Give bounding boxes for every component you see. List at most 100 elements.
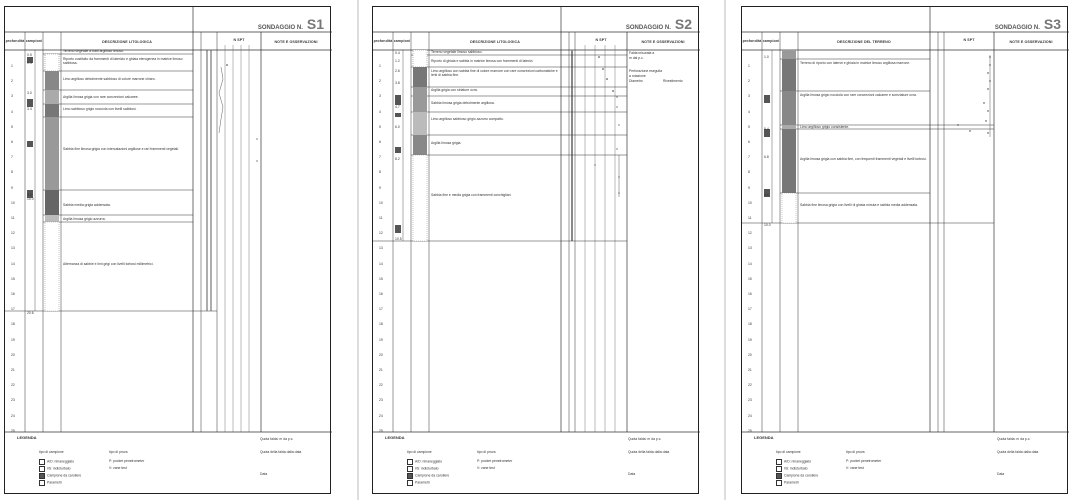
depth-tick-label: 19 (748, 337, 752, 342)
depth-tick-label: 1 (748, 64, 750, 68)
legend-item: Parametri (407, 480, 430, 486)
depth-tick-label: 11 (748, 216, 752, 220)
depth-tick-label: 15 (748, 276, 752, 281)
depth-tick-label: 3 (379, 94, 381, 99)
depth-tick-label: 5 (379, 124, 381, 129)
depth-tick-label: 25 (748, 428, 752, 433)
depth-tick-label: 15 (379, 276, 383, 281)
depth-tick-label: 21 (11, 368, 15, 372)
depth-tick-label: 4 (11, 109, 13, 114)
legend-item: I/S: indisturbato (407, 466, 439, 472)
level-label: 10.0 (764, 223, 771, 227)
header-samples: campioni (25, 39, 43, 43)
depth-tick-label: 23 (379, 398, 383, 403)
depth-tick-label: 12 (11, 231, 15, 236)
groundwater-info: Quota falda: m da p.c. (260, 437, 294, 441)
level-label: 3.4 (27, 107, 32, 111)
depth-tick-label: 14 (11, 261, 15, 266)
depth-tick-label: 6 (11, 140, 13, 144)
legend-item: Parametri (39, 480, 62, 486)
level-label: 8.6 (764, 193, 769, 197)
groundwater-info: Quota della falda dalla data (260, 450, 302, 454)
date-info: Data (260, 472, 268, 476)
depth-tick-label: 13 (748, 246, 752, 251)
header-notes: NOTE E OSSERVAZIONI (1009, 40, 1053, 44)
layer-description: Terreno di riporto con laterizi e ghiaia… (800, 61, 911, 65)
layer-description: Argilla limosa grigio nocciola con rare … (800, 93, 917, 97)
legend-item: Campione da carotiere (39, 473, 81, 479)
log-title: SONDAGGIO N.S3 (994, 16, 1061, 32)
depth-tick-label: 1 (379, 64, 381, 68)
depth-tick-label: 24 (11, 413, 15, 418)
header-depth: profondità (373, 39, 393, 43)
level-label: 2.6 (395, 69, 400, 73)
layer-description: Limo sabbioso grigio nocciola con livell… (63, 107, 137, 111)
depth-tick-label: 12 (748, 231, 752, 236)
depth-tick-label: 13 (379, 246, 383, 251)
legend-item: V: vane test (109, 466, 127, 470)
note-text: Diametro (629, 79, 643, 83)
legend-item: A/D: rimaneggiato (39, 459, 74, 465)
level-label: 10.5 (395, 237, 402, 241)
legend-heading: tipo di campione (407, 450, 432, 454)
depth-tick-label: 2 (379, 79, 381, 84)
depth-tick-label: 4 (379, 109, 381, 114)
log-number: S2 (674, 16, 692, 32)
depth-tick-label: 24 (748, 413, 752, 418)
level-label: 0.5 (27, 53, 32, 57)
layer-description: Argilla limosa grigio azzurra. (63, 217, 106, 221)
depth-tick-label: 3 (748, 94, 750, 99)
depth-tick-label: 8 (748, 170, 750, 175)
depth-tick-label: 15 (11, 276, 15, 281)
depth-tick-label: 1 (11, 64, 13, 68)
level-label: 0.4 (395, 51, 400, 55)
level-label: 1.2 (395, 59, 400, 63)
level-label: 3.0 (27, 91, 32, 95)
legend-item: V: vane test (846, 466, 864, 470)
level-label: 4.7 (395, 105, 400, 109)
depth-tick-label: 6 (379, 140, 381, 144)
depth-tick-label: 10 (748, 200, 752, 205)
borehole-log-sheet-s2: SONDAGGIO N.S2 profondità campioni DESCR… (372, 6, 700, 494)
depth-tick-label: 2 (748, 79, 750, 84)
level-label: 1.3 (27, 61, 32, 65)
depth-tick-label: 18 (11, 322, 15, 327)
layer-description: Limo argilloso debolmente sabbioso di co… (63, 77, 156, 81)
depth-tick-label: 13 (11, 246, 15, 251)
depth-tick-label: 19 (379, 337, 383, 342)
log-number: S1 (306, 16, 324, 32)
header-samples: campioni (393, 39, 411, 43)
legend-title: LEGENDA (385, 435, 405, 440)
level-label: 6.0 (395, 125, 400, 129)
header-notes: NOTE E OSSERVAZIONI (641, 40, 685, 44)
depth-tick-label: 8 (379, 170, 381, 175)
groundwater-info: Quota della falda dalla data (997, 450, 1039, 454)
header-spt: N SPT (233, 38, 245, 42)
note-text: Falda misurata a (629, 51, 655, 55)
legend-item: P: pocket penetrometer (109, 459, 145, 463)
depth-tick-label: 25 (379, 428, 383, 433)
legend-item: Campione da carotiere (407, 473, 449, 479)
layer-description: Sabbia fine e media grigia con frammenti… (431, 193, 512, 197)
depth-tick-label: 10 (11, 200, 15, 205)
depth-tick-label: 21 (748, 368, 752, 372)
groundwater-info: Quota falda: m da p.c. (997, 437, 1031, 441)
legend-item: P: pocket penetrometer (846, 459, 882, 463)
header-depth: profondità (742, 39, 762, 43)
layer-description: Argilla limosa grigia. (431, 141, 462, 145)
depth-tick-label: 18 (748, 322, 752, 327)
header-spt: N SPT (963, 38, 975, 42)
depth-tick-label: 16 (11, 292, 15, 296)
depth-tick-label: 24 (379, 413, 383, 418)
level-label: 9.5 (27, 193, 32, 197)
layer-description: Sabbia fine limosa grigia con livelli di… (800, 203, 918, 207)
depth-tick-label: 19 (11, 337, 15, 342)
header-depth: profondità (5, 39, 25, 43)
level-label: 10.0 (27, 197, 34, 201)
depth-tick-label: 7 (748, 155, 750, 160)
header-notes: NOTE E OSSERVAZIONI (274, 40, 318, 44)
header-description: DESCRIZIONE LITOLOGICA (470, 40, 520, 44)
header-samples: campioni (762, 39, 780, 43)
level-label: 6.8 (764, 155, 769, 159)
depth-tick-label: 9 (379, 185, 381, 190)
